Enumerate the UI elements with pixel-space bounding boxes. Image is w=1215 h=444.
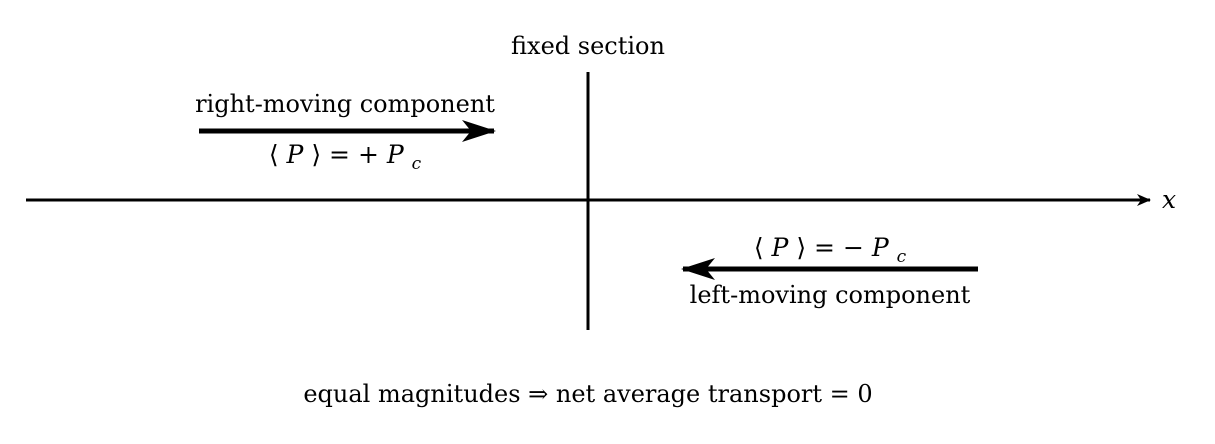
x-axis-label: x xyxy=(1162,185,1176,214)
left-eq-var: P xyxy=(771,233,790,262)
left-eq-lbracket: ⟨ xyxy=(754,233,764,262)
right-eq-op: = + xyxy=(329,140,379,169)
right-eq-var: P xyxy=(286,140,305,169)
right-moving-equation: ⟨ P ⟩ = + P c xyxy=(269,140,422,174)
right-moving-label: right-moving component xyxy=(195,90,495,118)
left-eq-sub: c xyxy=(897,247,907,267)
right-eq-lbracket: ⟨ xyxy=(269,140,279,169)
left-eq-base: P xyxy=(871,233,890,262)
fixed-section-label: fixed section xyxy=(511,32,665,60)
conclusion-text: equal magnitudes ⇒ net average transport… xyxy=(303,380,872,408)
left-moving-equation: ⟨ P ⟩ = − P c xyxy=(754,233,907,267)
right-eq-rbracket: ⟩ xyxy=(311,140,321,169)
left-eq-rbracket: ⟩ xyxy=(796,233,806,262)
right-eq-base: P xyxy=(386,140,405,169)
right-eq-sub: c xyxy=(412,154,422,174)
left-moving-label: left-moving component xyxy=(690,281,971,309)
left-eq-op: = − xyxy=(814,233,864,262)
